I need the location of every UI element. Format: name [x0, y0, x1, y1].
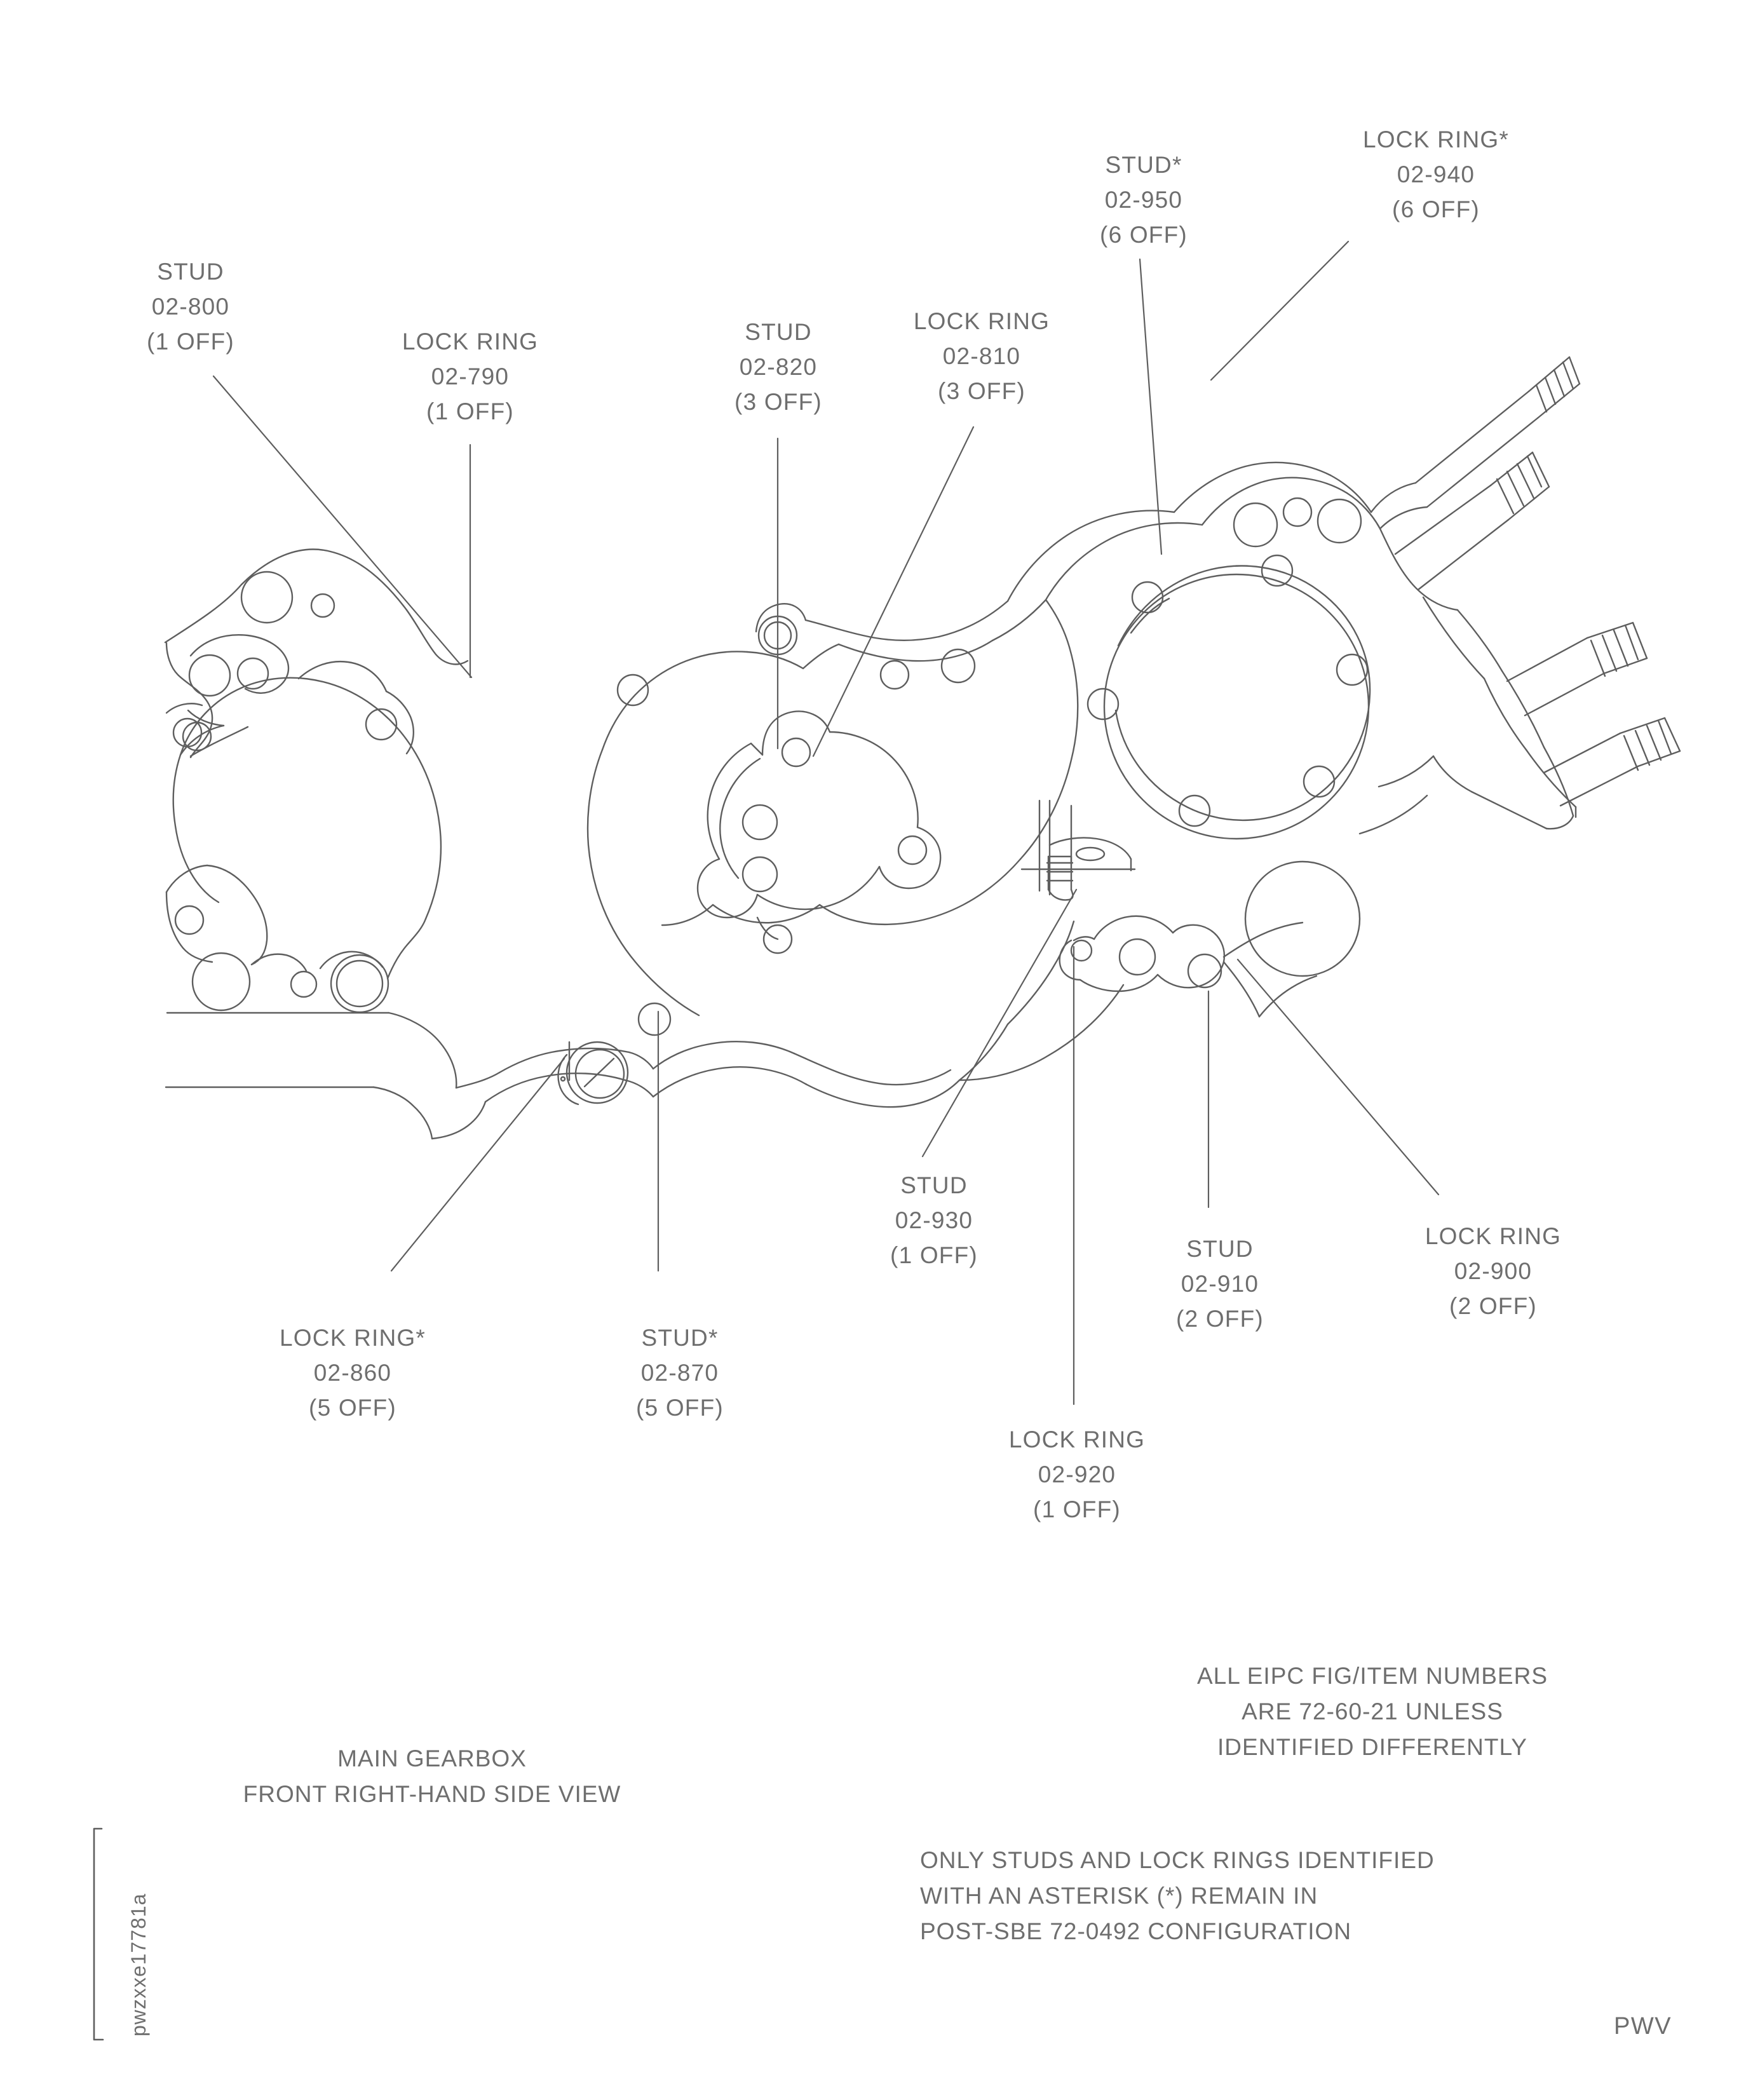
callout-title: STUD [900, 1172, 968, 1198]
note-eipc-line1: ALL EIPC FIG/ITEM NUMBERS [1197, 1663, 1548, 1689]
callout-part-number: 02-950 [1104, 187, 1183, 213]
callout-quantity: (5 OFF) [636, 1395, 724, 1421]
note-asterisk-line1: ONLY STUDS AND LOCK RINGS IDENTIFIED [920, 1847, 1435, 1873]
callout-title: STUD [1186, 1236, 1254, 1262]
right-casing-body [1006, 356, 1681, 830]
note-asterisk-line3: POST-SBE 72-0492 CONFIGURATION [920, 1918, 1352, 1944]
callout-part-number: 02-900 [1454, 1258, 1533, 1284]
note-asterisk-legend: ONLY STUDS AND LOCK RINGS IDENTIFIED WIT… [920, 1843, 1632, 1949]
note-eipc-line2: ARE 72-60-21 UNLESS [1242, 1698, 1503, 1724]
callout-stud-02-950: STUD* 02-950 (6 OFF) [1061, 147, 1226, 252]
main-central-housing [586, 599, 1079, 1108]
callout-lockring-02-810: LOCK RING 02-810 (3 OFF) [870, 304, 1093, 409]
drawing-corner-code: PWV [1614, 2013, 1672, 2040]
left-large-housing [165, 661, 457, 1140]
callout-lockring-02-920: LOCK RING 02-920 (1 OFF) [966, 1422, 1188, 1527]
note-eipc-numbers: ALL EIPC FIG/ITEM NUMBERS ARE 72-60-21 U… [1137, 1658, 1607, 1765]
callout-part-number: 02-870 [640, 1360, 719, 1386]
callout-title: STUD* [641, 1325, 719, 1351]
view-caption: MAIN GEARBOX FRONT RIGHT-HAND SIDE VIEW [184, 1741, 680, 1812]
note-eipc-line3: IDENTIFIED DIFFERENTLY [1217, 1734, 1527, 1760]
callout-title: STUD [157, 259, 224, 285]
callout-title: LOCK RING [1008, 1426, 1146, 1453]
callout-quantity: (5 OFF) [309, 1395, 396, 1421]
callout-stud-02-820: STUD 02-820 (3 OFF) [696, 315, 861, 419]
callout-title: LOCK RING [913, 308, 1050, 334]
callout-part-number: 02-820 [739, 354, 818, 380]
callout-stud-02-910: STUD 02-910 (2 OFF) [1137, 1231, 1303, 1336]
callout-quantity: (1 OFF) [426, 398, 514, 424]
callout-part-number: 02-860 [313, 1360, 392, 1386]
callout-quantity: (2 OFF) [1449, 1293, 1537, 1319]
valve-stud-detail [1020, 799, 1136, 901]
callout-lockring-02-860: LOCK RING* 02-860 (5 OFF) [235, 1320, 470, 1425]
callout-stud-02-930: STUD 02-930 (1 OFF) [851, 1168, 1017, 1273]
drawing-side-code: pwzxxe17781a [127, 1893, 150, 2036]
callout-part-number: 02-800 [151, 294, 230, 320]
callout-title: LOCK RING* [1363, 126, 1509, 152]
bellhousing-circle [1086, 554, 1371, 840]
callout-title: LOCK RING [402, 329, 539, 355]
callout-title: STUD* [1105, 152, 1182, 178]
right-lower-boss [1059, 860, 1361, 992]
view-caption-line2: FRONT RIGHT-HAND SIDE VIEW [243, 1781, 621, 1807]
leader-lines [212, 240, 1440, 1406]
callout-part-number: 02-910 [1181, 1271, 1259, 1297]
callout-part-number: 02-940 [1397, 161, 1475, 187]
callout-lockring-02-940: LOCK RING* 02-940 (6 OFF) [1318, 122, 1553, 227]
callout-part-number: 02-810 [942, 343, 1021, 369]
callout-quantity: (1 OFF) [147, 329, 234, 355]
note-asterisk-line2: WITH AN ASTERISK (*) REMAIN IN [920, 1883, 1318, 1909]
callout-title: STUD [745, 319, 812, 345]
center-cover-plate [696, 710, 942, 954]
callout-title: LOCK RING [1425, 1223, 1562, 1249]
housing-connectors [958, 755, 1435, 1081]
callout-lockring-02-790: LOCK RING 02-790 (1 OFF) [359, 324, 581, 429]
callout-title: LOCK RING* [280, 1325, 426, 1351]
callout-stud-02-870: STUD* 02-870 (5 OFF) [591, 1320, 769, 1425]
callout-part-number: 02-920 [1038, 1461, 1116, 1487]
left-mounting-flange [164, 548, 469, 759]
lower-left-tongue [431, 1047, 630, 1140]
callout-quantity: (3 OFF) [734, 389, 822, 415]
callout-part-number: 02-930 [895, 1207, 973, 1233]
callout-part-number: 02-790 [431, 363, 510, 390]
callout-quantity: (6 OFF) [1100, 222, 1188, 248]
callout-quantity: (1 OFF) [1033, 1496, 1121, 1522]
callout-quantity: (6 OFF) [1392, 196, 1480, 222]
callout-quantity: (2 OFF) [1176, 1306, 1264, 1332]
callout-lockring-02-900: LOCK RING 02-900 (2 OFF) [1382, 1219, 1604, 1324]
callout-quantity: (1 OFF) [890, 1242, 978, 1268]
side-code-bracket [93, 1827, 104, 2041]
view-caption-line1: MAIN GEARBOX [337, 1745, 527, 1771]
callout-quantity: (3 OFF) [938, 378, 1025, 404]
callout-stud-02-800: STUD 02-800 (1 OFF) [108, 254, 273, 359]
